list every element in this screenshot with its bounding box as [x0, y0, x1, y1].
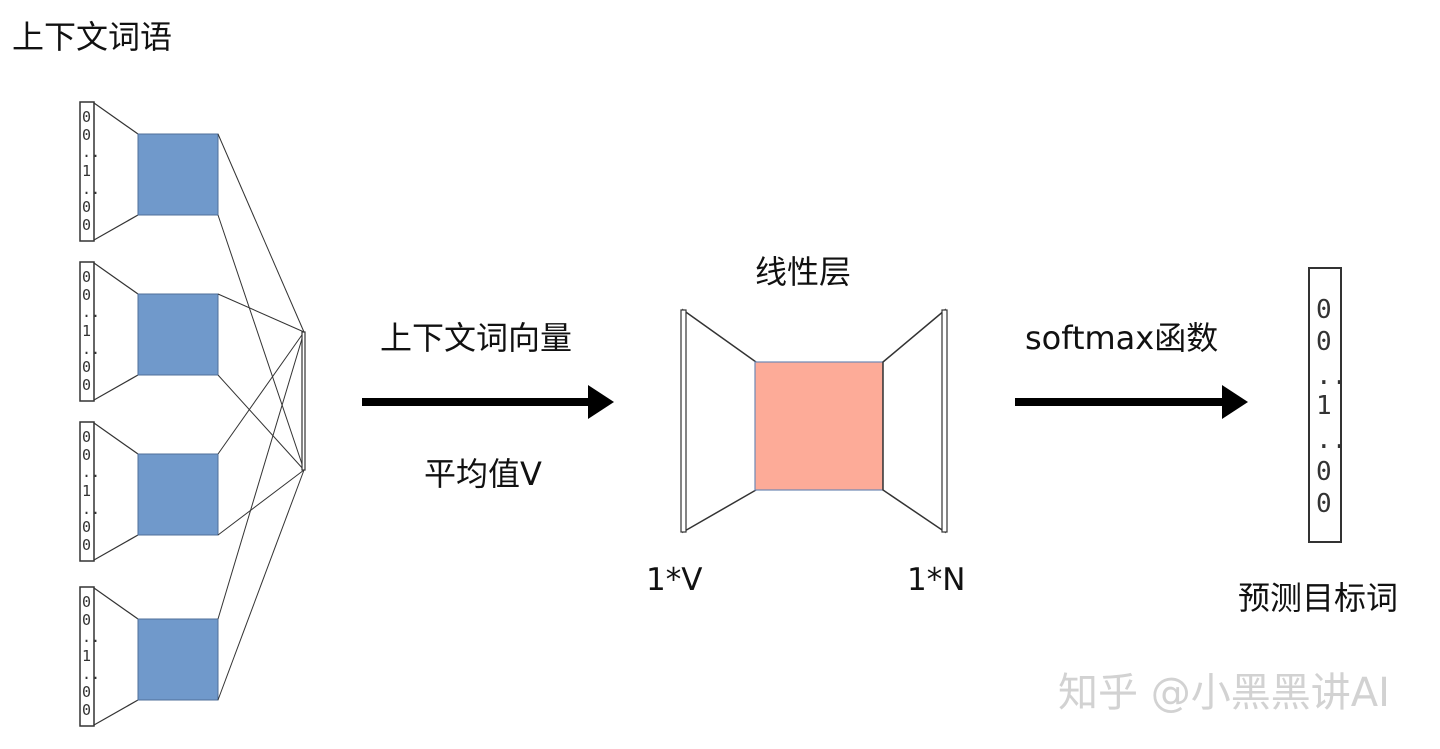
embedding-box	[137, 453, 219, 536]
context-word-group: 00..1..00	[79, 421, 219, 562]
merge-lines	[217, 133, 305, 701]
output-vector-digits: 00..1..00	[1316, 295, 1347, 519]
output-digit: ..	[1316, 361, 1347, 391]
output-digit: ..	[1316, 425, 1347, 455]
linear-layer-left-label: 1*V	[646, 562, 702, 598]
merge-line	[217, 374, 305, 471]
title: 上下文词语	[12, 18, 172, 56]
arrow1-head	[588, 385, 614, 419]
context-word-group: 00..1..00	[79, 101, 219, 242]
vector-digit: 1	[82, 482, 91, 500]
linear-layer	[680, 308, 948, 534]
right-output-bar	[941, 309, 948, 533]
context-word-group: 00..1..00	[79, 261, 219, 402]
arrow2-top-label: softmax函数	[1025, 319, 1218, 357]
merge-line	[217, 331, 305, 455]
vector-digit: 0	[82, 446, 91, 464]
vector-digit: 0	[82, 286, 91, 304]
embedding-box	[137, 133, 219, 216]
merge-line	[217, 331, 305, 620]
linear-layer-title: 线性层	[755, 253, 851, 291]
context-word-group: 00..1..00	[79, 586, 219, 727]
output-digit: 0	[1316, 489, 1332, 519]
merge-line	[217, 293, 305, 333]
connector-line	[93, 214, 139, 241]
arrow2-head	[1222, 385, 1248, 419]
vector-digit: ..	[82, 180, 100, 198]
vector-digit: 0	[82, 683, 91, 701]
one-hot-vector	[79, 261, 95, 402]
output-digit: 0	[1316, 457, 1332, 487]
arrow1-top-label: 上下文词向量	[380, 319, 572, 357]
vector-digit: 0	[82, 198, 91, 216]
merge-line	[217, 214, 305, 471]
vector-digit: 1	[82, 322, 91, 340]
vector-digit: ..	[82, 340, 100, 358]
vector-digit: 0	[82, 536, 91, 554]
watermark: 知乎 @小黑黑讲AI	[1058, 670, 1390, 716]
merge-bar	[301, 331, 306, 471]
vector-digit: 1	[82, 162, 91, 180]
vector-digit: 0	[82, 428, 91, 446]
one-hot-vector	[79, 586, 95, 727]
vector-digit: 1	[82, 647, 91, 665]
vector-digit: ..	[82, 303, 100, 321]
connector-line	[93, 374, 139, 401]
output-digit: 0	[1316, 327, 1332, 357]
output-digit: 1	[1316, 391, 1332, 421]
arrow1-bottom-label: 平均值V	[424, 455, 542, 493]
output-label: 预测目标词	[1238, 579, 1398, 617]
vector-digit: ..	[82, 143, 100, 161]
left-trapezoid	[682, 308, 757, 534]
connector-line	[93, 699, 139, 726]
vector-digit: 0	[82, 358, 91, 376]
vector-digit: ..	[82, 628, 100, 646]
hidden-box	[754, 361, 884, 491]
connector-line	[93, 262, 139, 295]
vector-digit: ..	[82, 665, 100, 683]
embedding-box	[137, 618, 219, 701]
output-digit: 0	[1316, 295, 1332, 325]
vector-digit: 0	[82, 611, 91, 629]
vector-digit: 0	[82, 518, 91, 536]
vector-digit: 0	[82, 126, 91, 144]
one-hot-vector	[79, 101, 95, 242]
vector-digit: ..	[82, 500, 100, 518]
linear-layer-right-label: 1*N	[907, 562, 965, 598]
vector-digit: 0	[82, 268, 91, 286]
output-vector	[1308, 267, 1342, 543]
connector-line	[93, 102, 139, 135]
right-trapezoid	[882, 308, 946, 534]
vector-digit: 0	[82, 701, 91, 719]
merge-line	[217, 469, 305, 701]
connector-line	[93, 534, 139, 561]
vector-digit: ..	[82, 463, 100, 481]
merge-line	[217, 469, 305, 536]
vector-digit: 0	[82, 216, 91, 234]
vector-digit: 0	[82, 593, 91, 611]
one-hot-vector	[79, 421, 95, 562]
connector-line	[93, 587, 139, 620]
embedding-box	[137, 293, 219, 376]
vector-digit: 0	[82, 108, 91, 126]
connector-line	[93, 422, 139, 455]
vector-digit: 0	[82, 376, 91, 394]
left-input-bar	[680, 309, 687, 533]
merge-line	[217, 133, 305, 333]
